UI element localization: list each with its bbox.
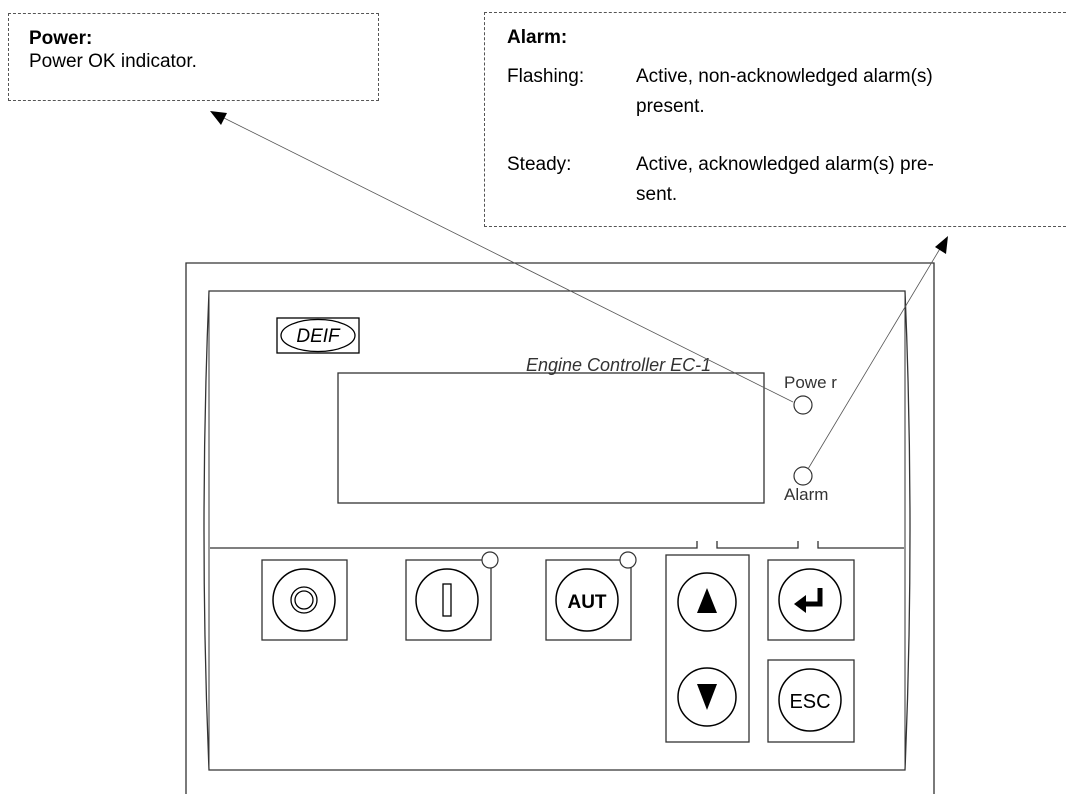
- arrow-down-icon: [697, 684, 717, 710]
- alarm-callout-title: Alarm:: [507, 27, 568, 48]
- flashing-line-2: present.: [636, 96, 705, 117]
- logo-text: DEIF: [296, 326, 341, 347]
- escape-button-label: ESC: [789, 691, 830, 713]
- start-icon: [442, 583, 452, 617]
- flashing-term: Flashing:: [507, 66, 585, 87]
- flashing-line-1: Active, non-acknowledged alarm(s): [636, 66, 933, 87]
- down-button[interactable]: [677, 667, 737, 727]
- model-label: Engine Controller EC-1: [526, 355, 711, 375]
- outer-frame: [185, 262, 935, 794]
- power-led-label: Powe r: [784, 373, 837, 392]
- steady-line-2: sent.: [636, 184, 678, 205]
- panel-divider: [210, 541, 904, 549]
- alarm-led-label: Alarm: [784, 485, 828, 504]
- auto-button-label: AUT: [567, 592, 606, 613]
- arrow-up-icon: [697, 588, 717, 613]
- up-button[interactable]: [677, 572, 737, 632]
- steady-term: Steady:: [507, 154, 572, 175]
- start-led: [481, 551, 499, 569]
- auto-led: [619, 551, 637, 569]
- escape-button[interactable]: ESC: [767, 659, 855, 743]
- auto-button[interactable]: AUT: [545, 559, 632, 641]
- power-leader-line: [221, 116, 794, 403]
- front-panel: [203, 290, 911, 771]
- alarm-leader-line: [807, 246, 942, 470]
- deif-logo: DEIF: [276, 317, 360, 354]
- power-callout-text: Power OK indicator.: [29, 51, 197, 72]
- alarm-arrowhead: [935, 236, 948, 254]
- arrow-keys-frame: [665, 554, 750, 743]
- enter-button[interactable]: [767, 559, 855, 641]
- power-led: [793, 395, 813, 415]
- power-callout-title: Power:: [29, 28, 93, 49]
- power-arrowhead: [210, 111, 227, 125]
- alarm-led: [793, 466, 813, 486]
- steady-line-1: Active, acknowledged alarm(s) pre-: [636, 154, 934, 175]
- lcd-display: [337, 372, 765, 504]
- start-button[interactable]: [405, 559, 492, 641]
- power-callout: Power: Power OK indicator.: [8, 13, 379, 101]
- stop-button[interactable]: [261, 559, 348, 641]
- enter-icon: [806, 588, 823, 607]
- alarm-callout: Alarm: Flashing: Active, non-acknowledge…: [484, 12, 1066, 227]
- stop-icon: [290, 586, 318, 614]
